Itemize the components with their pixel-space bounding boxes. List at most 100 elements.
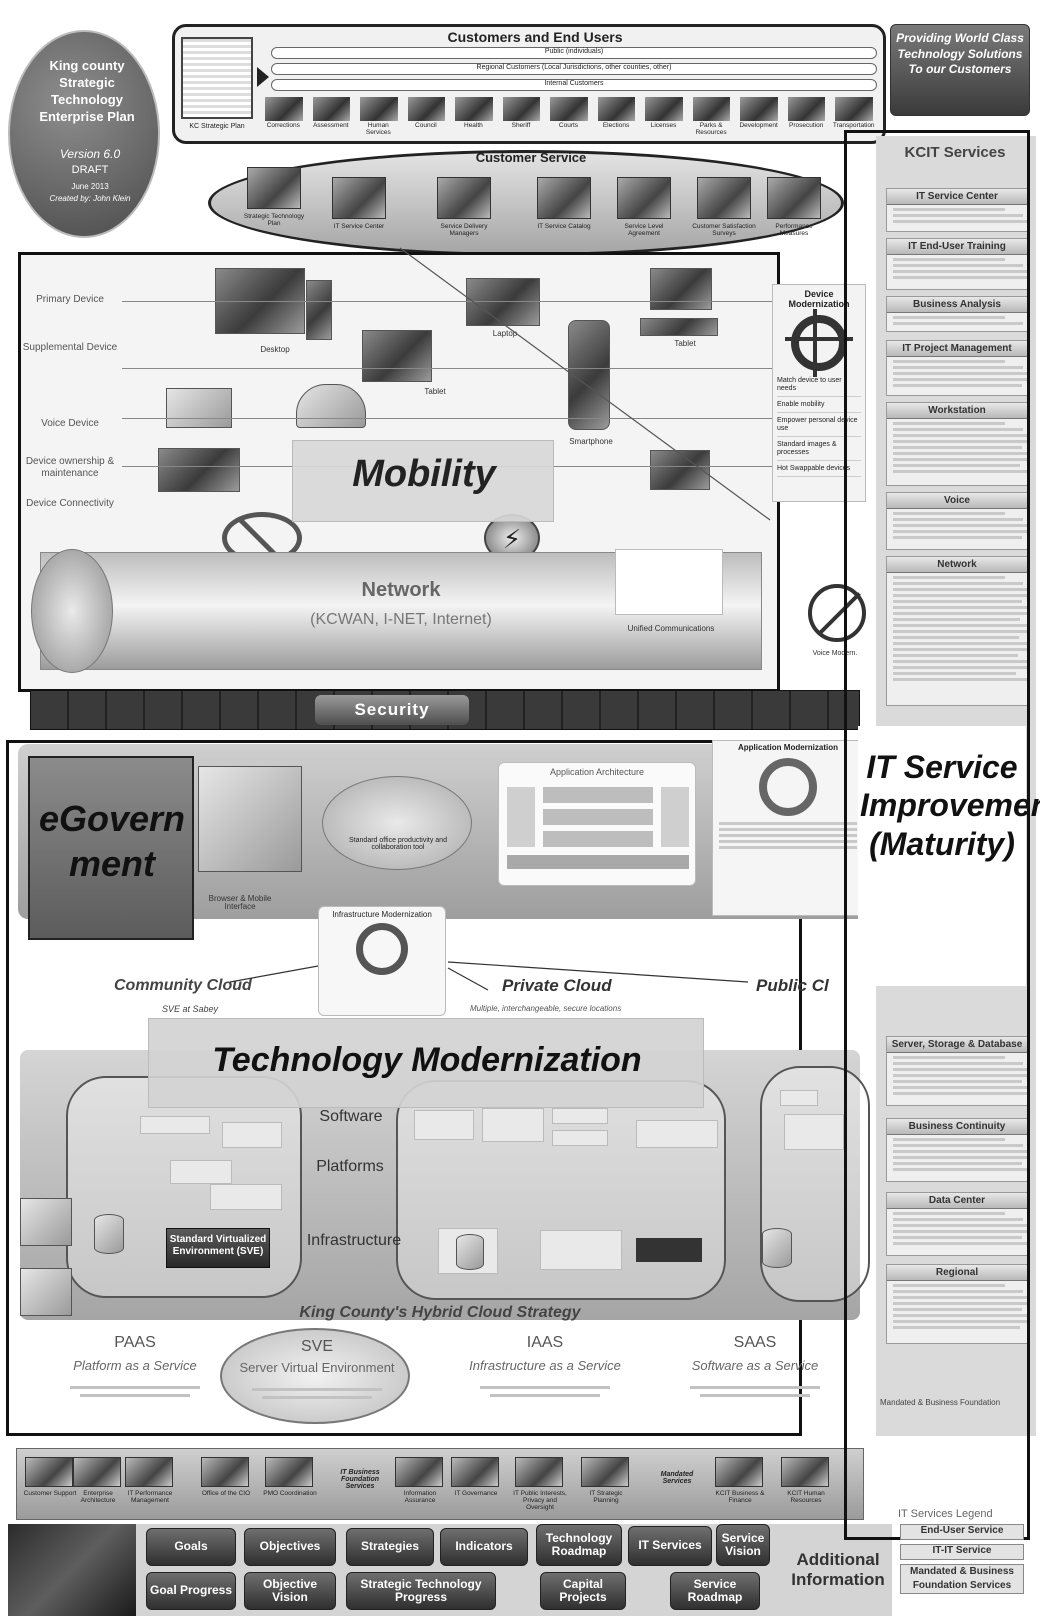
capital-projects-button[interactable]: Capital Projects [540, 1572, 626, 1610]
service-tier-abbr: IAAS [526, 1334, 564, 1351]
indicators-button[interactable]: Indicators [440, 1528, 528, 1566]
service-tier-note [700, 1394, 810, 1397]
kcit-panel-4[interactable]: Workstation [886, 402, 1028, 486]
kcit-panel-title: Voice [887, 493, 1027, 509]
security-bar: Security [30, 690, 860, 730]
kcit-panel-6[interactable]: Network [886, 556, 1028, 706]
customer-service-item-0[interactable]: Strategic Technology Plan [241, 167, 307, 243]
department-2[interactable]: Human Services [356, 95, 401, 139]
kcit-panel-3[interactable]: IT Project Management [886, 340, 1028, 396]
foundation-item-1[interactable]: Enterprise Architecture [71, 1455, 125, 1517]
department-6[interactable]: Courts [546, 95, 591, 139]
foundation-image [715, 1457, 763, 1487]
cloud-app-box-8 [552, 1130, 608, 1146]
kc-strategic-plan-thumbnail[interactable] [181, 37, 253, 119]
kcit-panel-7[interactable]: Server, Storage & Database [886, 1036, 1028, 1106]
cloud-app-box-12 [636, 1238, 702, 1262]
kcit-panel-5[interactable]: Voice [886, 492, 1028, 550]
foundation-item-0[interactable]: Customer Support [23, 1455, 77, 1517]
customer-service-item-1[interactable]: IT Service Center [326, 177, 392, 253]
kcit-panel-title: Regional [887, 1265, 1027, 1281]
smartphone-label: Smartphone [569, 437, 613, 446]
desktop-label: Desktop [260, 345, 290, 354]
foundation-item-10[interactable]: KCIT Human Resources [779, 1455, 833, 1517]
kcit-panel-line [893, 1074, 1027, 1077]
security-label[interactable]: Security [315, 695, 469, 725]
service-tier-abbr: SAAS [733, 1334, 777, 1351]
objectives-button[interactable]: Objectives [244, 1528, 336, 1566]
department-12[interactable]: Transportation [831, 95, 876, 139]
kcit-panel-line [893, 1162, 1022, 1165]
department-5[interactable]: Sheriff [499, 95, 544, 139]
foundation-item-3[interactable]: Office of the CIO [199, 1455, 253, 1517]
foundation-label: Office of the CIO [201, 1490, 251, 1497]
department-3[interactable]: Council [404, 95, 449, 139]
service-catalog-connector [399, 247, 771, 521]
customer-service-item-5[interactable]: Customer Satisfaction Surveys [691, 177, 757, 253]
kcit-panel-line [893, 208, 1005, 211]
foundation-image [265, 1457, 313, 1487]
voice-modernization-label: Voice Modern. [812, 650, 858, 657]
it-services-button[interactable]: IT Services [628, 1526, 712, 1566]
kcit-panel-8[interactable]: Business Continuity [886, 1118, 1028, 1182]
unified-comms-box [615, 549, 723, 615]
customer-service-item-6[interactable]: Performance Measures [761, 177, 827, 253]
foundation-item-6[interactable]: IT Governance [449, 1455, 503, 1517]
department-10[interactable]: Development [736, 95, 781, 139]
foundation-item-4[interactable]: PMO Coordination [263, 1455, 317, 1517]
kcit-panel-line [893, 440, 1027, 443]
department-1[interactable]: Assessment [309, 95, 354, 139]
service-roadmap-button[interactable]: Service Roadmap [670, 1572, 760, 1610]
department-image [787, 97, 826, 121]
app-ship-wheel-icon [759, 758, 817, 816]
nav-thumbnail[interactable] [8, 1524, 136, 1616]
foundation-label: IT Governance [454, 1490, 498, 1497]
private-cloud-sub: Multiple, interchangeable, secure locati… [470, 1004, 622, 1013]
kcit-panel-line [893, 1068, 1027, 1071]
network-pipe-end [31, 549, 113, 673]
department-8[interactable]: Licenses [641, 95, 686, 139]
cloud-app-box-9 [636, 1120, 718, 1148]
customer-service-items: Strategic Technology Plan IT Service Cent… [241, 167, 821, 253]
kc-key-image [158, 448, 240, 492]
additional-info-link[interactable]: Additional Information [791, 1550, 885, 1590]
legend-mandated-service: Mandated & Business Foundation Services [900, 1564, 1024, 1594]
department-0[interactable]: Corrections [261, 95, 306, 139]
mobility-row-label-4: Device Connectivity [26, 498, 114, 509]
service-tier-abbr: SVE [300, 1338, 333, 1355]
kcit-panel-1[interactable]: IT End-User Training [886, 238, 1028, 290]
kcit-panel-0[interactable]: IT Service Center [886, 188, 1028, 232]
infrastructure-label: Infrastructure [306, 1232, 402, 1249]
strategies-button[interactable]: Strategies [346, 1528, 434, 1566]
kcit-services-title: KCIT Services [904, 144, 1006, 161]
private-cloud-label: Private Cloud [502, 976, 612, 995]
foundation-image [451, 1457, 499, 1487]
goals-button[interactable]: Goals [146, 1528, 236, 1566]
customer-service-item-4[interactable]: Service Level Agreement [611, 177, 677, 253]
foundation-item-9[interactable]: KCIT Business & Finance [713, 1455, 767, 1517]
foundation-item-2[interactable]: IT Performance Management [123, 1455, 177, 1517]
network-pipe: Network (KCWAN, I-NET, Internet) Unified… [31, 549, 762, 673]
customer-service-item-3[interactable]: IT Service Catalog [531, 177, 597, 253]
kcit-panel-2[interactable]: Business Analysis [886, 296, 1028, 332]
goal-progress-button[interactable]: Goal Progress [146, 1572, 236, 1610]
department-4[interactable]: Health [451, 95, 496, 139]
foundation-item-8[interactable]: IT Strategic Planning [579, 1455, 633, 1517]
service-vision-button[interactable]: Service Vision [716, 1524, 770, 1566]
foundation-item-7[interactable]: IT Public Interests, Privacy and Oversig… [513, 1455, 567, 1517]
department-9[interactable]: Parks & Resources [689, 95, 734, 139]
stp-progress-button[interactable]: Strategic Technology Progress [346, 1572, 496, 1610]
kcit-panel-9[interactable]: Data Center [886, 1192, 1028, 1256]
department-7[interactable]: Elections [594, 95, 639, 139]
tech-roadmap-button[interactable]: Technology Roadmap [536, 1524, 622, 1566]
objective-vision-button[interactable]: Objective Vision [244, 1572, 336, 1610]
department-11[interactable]: Prosecution [784, 95, 829, 139]
foundation-item-5[interactable]: Information Assurance [393, 1455, 447, 1517]
kcit-panel-line [893, 1224, 1027, 1227]
kcit-panel-10[interactable]: Regional [886, 1264, 1028, 1344]
customer-service-item-2[interactable]: Service Delivery Managers [431, 177, 497, 253]
